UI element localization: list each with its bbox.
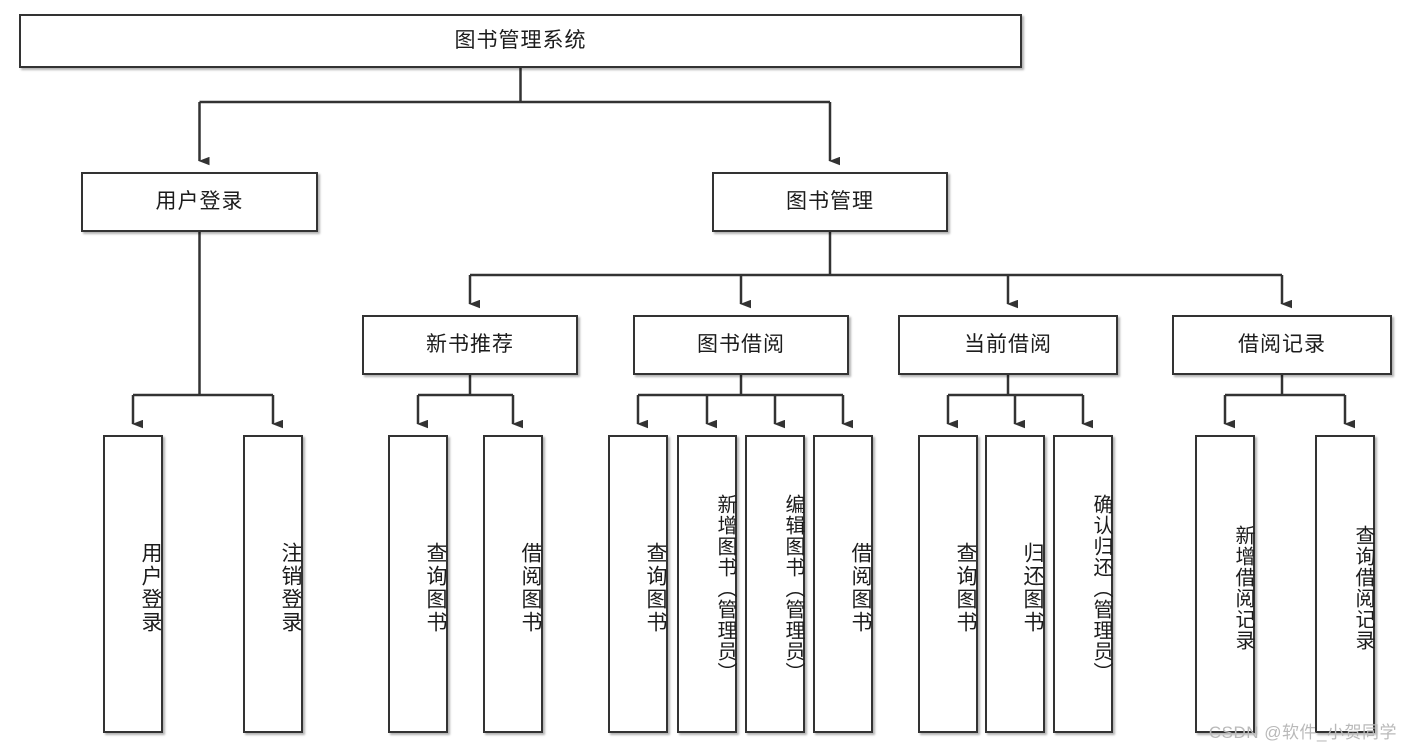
node-label: 确认归还（管理员） <box>1090 493 1112 683</box>
node-book-borrow[interactable]: 图书借阅 <box>633 315 849 375</box>
node-leaf-borrow-book-1[interactable]: 借阅图书 <box>483 435 543 733</box>
node-new-book-rec[interactable]: 新书推荐 <box>362 315 578 375</box>
node-root[interactable]: 图书管理系统 <box>19 14 1022 68</box>
node-label: 新增图书（管理员） <box>714 493 736 683</box>
node-label: 查询图书 <box>644 542 667 634</box>
node-label: 查询借阅记录 <box>1352 525 1374 651</box>
node-leaf-edit-book[interactable]: 编辑图书（管理员） <box>745 435 805 733</box>
node-label: 注销登录 <box>279 542 302 634</box>
node-label: 借阅记录 <box>1238 332 1326 356</box>
node-leaf-borrow-book-2[interactable]: 借阅图书 <box>813 435 873 733</box>
node-label: 归还图书 <box>1021 542 1044 634</box>
node-label: 用户登录 <box>155 189 244 213</box>
node-label: 图书管理 <box>786 189 874 213</box>
node-label: 查询图书 <box>424 542 447 634</box>
node-label: 查询图书 <box>954 542 977 634</box>
csdn-watermark: CSDN @软件_小贺同学 <box>1208 723 1397 742</box>
node-leaf-confirm-return[interactable]: 确认归还（管理员） <box>1053 435 1113 733</box>
node-leaf-query-book-1[interactable]: 查询图书 <box>388 435 448 733</box>
node-label: 借阅图书 <box>519 542 542 634</box>
node-label: 用户登录 <box>139 542 162 634</box>
node-leaf-user-login[interactable]: 用户登录 <box>103 435 163 733</box>
node-leaf-query-record[interactable]: 查询借阅记录 <box>1315 435 1375 733</box>
node-leaf-query-book-2[interactable]: 查询图书 <box>608 435 668 733</box>
node-leaf-return-book[interactable]: 归还图书 <box>985 435 1045 733</box>
node-label: 图书管理系统 <box>454 28 587 52</box>
node-leaf-add-record[interactable]: 新增借阅记录 <box>1195 435 1255 733</box>
node-current-borrow[interactable]: 当前借阅 <box>898 315 1118 375</box>
node-borrow-record[interactable]: 借阅记录 <box>1172 315 1392 375</box>
node-user-login[interactable]: 用户登录 <box>81 172 318 232</box>
node-label: 编辑图书（管理员） <box>782 493 804 683</box>
node-book-manage[interactable]: 图书管理 <box>712 172 948 232</box>
node-leaf-user-logout[interactable]: 注销登录 <box>243 435 303 733</box>
node-label: 借阅图书 <box>849 542 872 634</box>
node-label: 图书借阅 <box>697 332 785 356</box>
node-label: 当前借阅 <box>964 332 1052 356</box>
node-label: 新书推荐 <box>426 332 514 356</box>
node-leaf-add-book[interactable]: 新增图书（管理员） <box>677 435 737 733</box>
node-label: 新增借阅记录 <box>1232 525 1254 651</box>
node-leaf-query-book-3[interactable]: 查询图书 <box>918 435 978 733</box>
